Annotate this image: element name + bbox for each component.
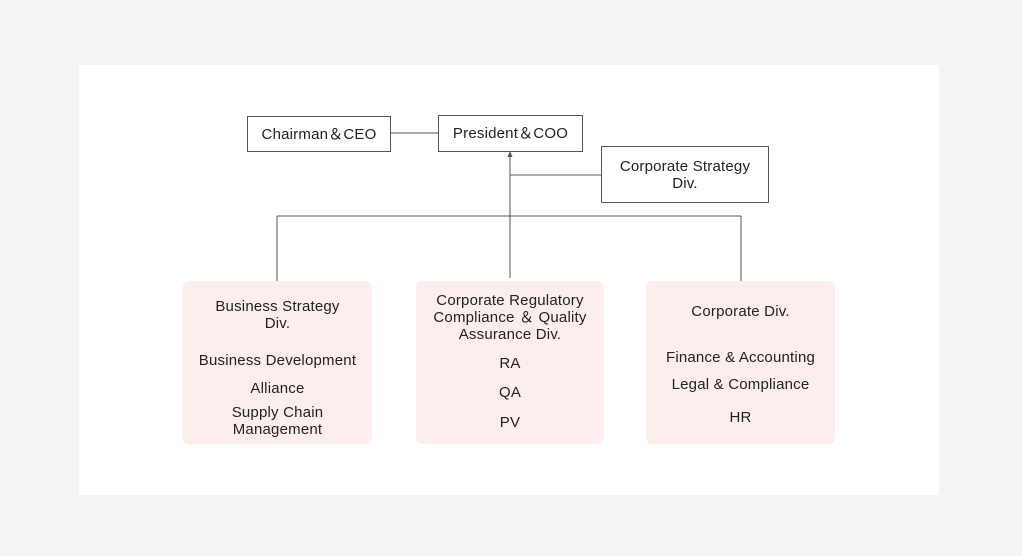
division-item: Alliance bbox=[250, 380, 305, 397]
division-item: HR bbox=[729, 409, 752, 426]
division-title: Business Strategy Div. bbox=[215, 298, 340, 332]
division-item: QA bbox=[498, 384, 522, 401]
division-item: PV bbox=[499, 414, 521, 431]
division-card-regulatory-quality: Corporate Regulatory Compliance ＆ Qualit… bbox=[416, 281, 604, 444]
corporate-strategy-box: Corporate Strategy Div. bbox=[601, 146, 769, 203]
division-item: Legal & Compliance bbox=[671, 376, 810, 393]
division-card-business-strategy: Business Strategy Div. Business Developm… bbox=[183, 281, 372, 444]
division-title: Corporate Div. bbox=[691, 303, 790, 320]
president-coo-box: President＆COO bbox=[438, 115, 583, 152]
division-item: Finance & Accounting bbox=[665, 349, 816, 366]
division-title: Corporate Regulatory Compliance ＆ Qualit… bbox=[433, 292, 587, 343]
division-item: RA bbox=[499, 355, 521, 372]
division-item: Business Development bbox=[198, 352, 357, 369]
division-card-corporate: Corporate Div. Finance & Accounting Lega… bbox=[646, 281, 835, 444]
chairman-ceo-box: Chairman＆CEO bbox=[247, 116, 391, 152]
division-item: Supply Chain Management bbox=[231, 404, 324, 438]
